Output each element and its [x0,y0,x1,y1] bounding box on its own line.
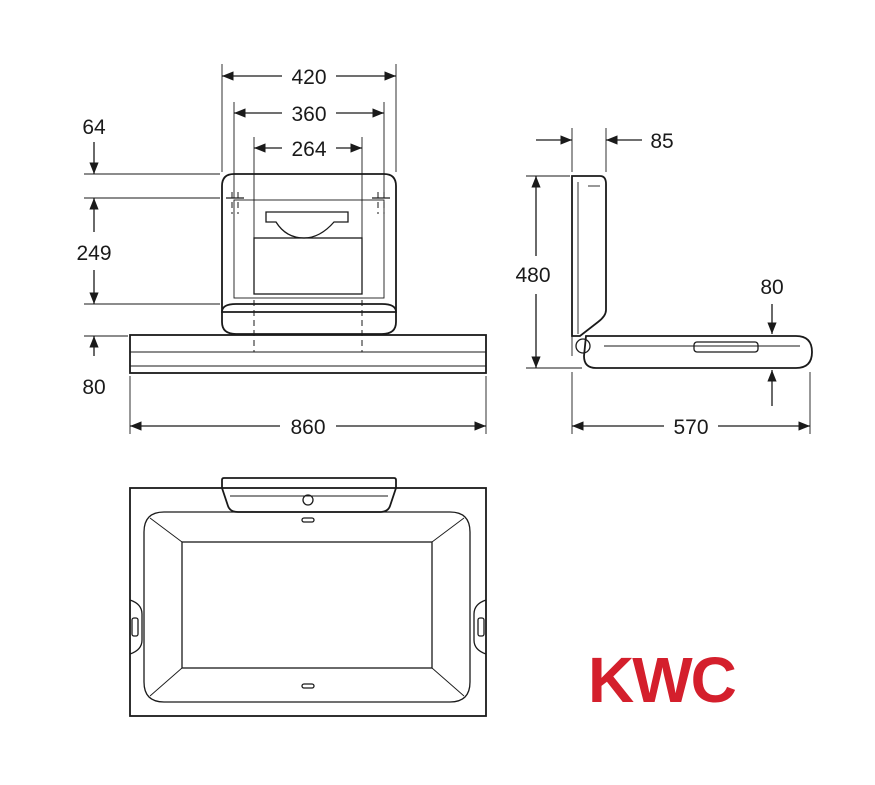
dim-249: 249 [76,242,111,265]
dim-64: 64 [82,116,106,139]
front-wall-unit [221,173,397,313]
side-table [583,335,813,369]
dim-480: 480 [515,264,550,287]
top-right-grip [473,599,487,655]
top-left-grip [129,599,143,655]
top-view [129,477,487,717]
top-table-outline [129,487,487,717]
dim-860: 860 [290,416,325,439]
top-tray-outer [143,511,471,703]
dim-85: 85 [650,130,673,153]
side-hinge [575,338,591,354]
dim-80-side: 80 [760,276,783,299]
dim-360: 360 [291,103,326,126]
dim-264: 264 [291,138,326,161]
side-wall-unit [571,175,607,337]
dim-570: 570 [673,416,708,439]
strap-holder [265,211,349,239]
top-tray-inner [181,541,433,669]
front-window [253,237,363,295]
side-table-handle [693,341,759,353]
front-view: 420 360 264 64 249 80 860 [76,64,487,439]
side-view: 85 480 80 570 [515,128,813,439]
front-table [129,334,487,374]
front-inner-panel [233,199,385,299]
dim-80-front: 80 [82,376,105,399]
kwc-logo: KWC [588,644,736,716]
dim-420: 420 [291,66,326,89]
top-screw [302,494,314,506]
front-hinge-housing [221,303,397,335]
